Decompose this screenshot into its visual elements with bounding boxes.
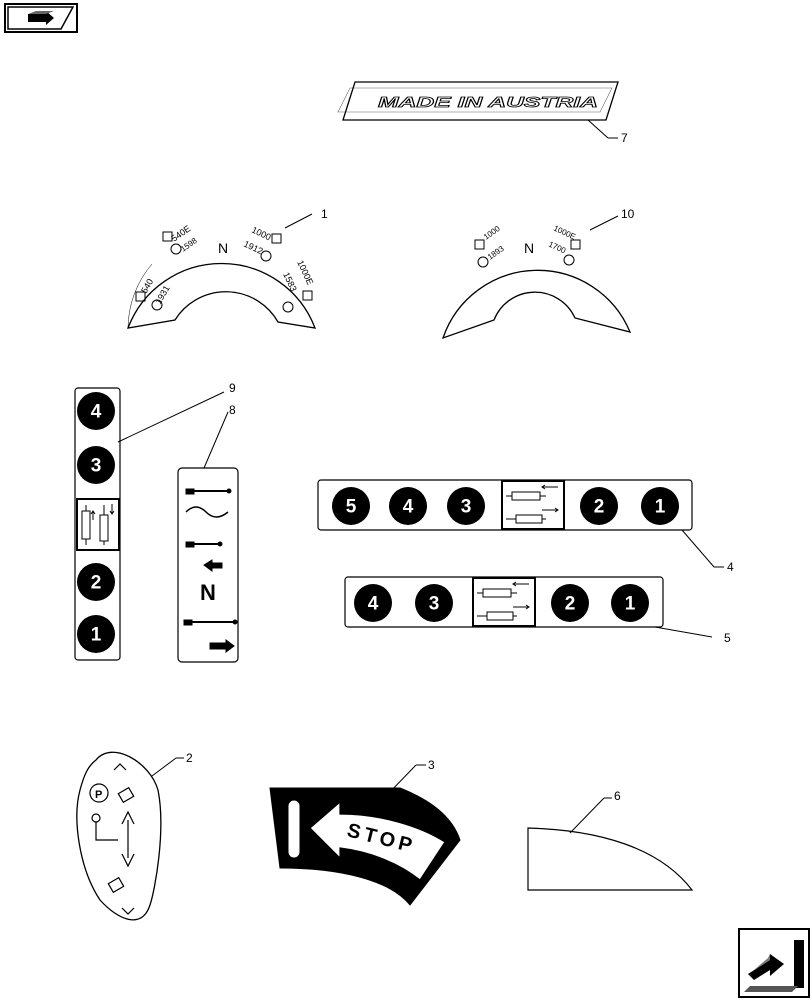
dial10-label-1700: 1700: [547, 240, 567, 256]
dial10-label-1000e: 1000E: [552, 224, 577, 242]
dial10-neutral: N: [524, 240, 534, 256]
strip4-gear-2: 2: [594, 497, 605, 518]
strip4-gear-3: 3: [461, 497, 472, 518]
strip4-cylinder-icon: [506, 484, 559, 524]
strip5-gear-1: 1: [625, 594, 636, 615]
strip8-neutral: N: [200, 580, 216, 605]
decal-joystick-2: P 2: [76, 751, 193, 921]
callout-4: 4: [727, 560, 734, 574]
decal-strip-8: N 8: [177, 403, 239, 663]
callout-10: 10: [621, 207, 635, 221]
page-forward-icon: [744, 940, 804, 992]
decal-strip-4: 5 4 3 2 1 4: [317, 479, 734, 574]
decal-strip-5: 4 3 2 1 5: [344, 576, 731, 645]
callout-6: 6: [614, 789, 621, 803]
dial1-label-1912: 1912: [242, 239, 264, 257]
callout-3: 3: [428, 758, 435, 772]
callout-8: 8: [229, 403, 236, 417]
decal-made-in-austria: MADE IN AUSTRIA 7: [337, 81, 628, 145]
page-back-icon: [7, 6, 75, 30]
decal-pto-dial-10: N 1000 1893 1000E 1700 10: [441, 207, 635, 340]
joystick-park-symbol: P: [95, 789, 102, 801]
joystick-symbols: [91, 763, 135, 915]
dial1-label-1000e: 1000E: [295, 259, 315, 287]
strip9-cylinder-icon: [81, 504, 115, 545]
strip4-gear-1: 1: [655, 497, 666, 518]
strip4-gear-4: 4: [403, 497, 414, 518]
strip4-gear-5: 5: [346, 497, 357, 518]
page-forward-nav-icon[interactable]: [738, 928, 810, 998]
strip8-symbols: N: [183, 488, 238, 653]
strip5-gear-4: 4: [368, 594, 379, 615]
decal-plain-6: 6: [527, 789, 694, 891]
strip5-cylinder-icon: [477, 581, 530, 621]
dial1-label-1000: 1000: [250, 225, 272, 243]
dial10-label-1893: 1893: [486, 244, 506, 262]
strip5-gear-3: 3: [429, 594, 440, 615]
decal-stop-3: STOP 3: [269, 758, 461, 906]
strip5-gear-2: 2: [565, 594, 576, 615]
callout-7: 7: [621, 131, 628, 145]
page-back-nav-icon[interactable]: [4, 3, 78, 33]
decal-pto-dial-1: N 540 1931 540E 1598 1000 1912 1000E 158…: [126, 207, 328, 329]
strip9-gear-2: 2: [91, 573, 102, 594]
callout-1: 1: [321, 207, 328, 221]
callout-2: 2: [186, 751, 193, 765]
callout-9: 9: [229, 381, 236, 395]
strip9-gear-4: 4: [91, 402, 102, 423]
dial1-neutral: N: [218, 240, 228, 256]
callout-5: 5: [724, 631, 731, 645]
made-in-austria-text: MADE IN AUSTRIA: [378, 94, 598, 111]
decal-strip-9: 4 3 2 1 9: [74, 381, 236, 661]
strip9-gear-1: 1: [91, 625, 102, 646]
strip9-gear-3: 3: [91, 456, 102, 477]
dial10-label-1000: 1000: [482, 224, 502, 242]
